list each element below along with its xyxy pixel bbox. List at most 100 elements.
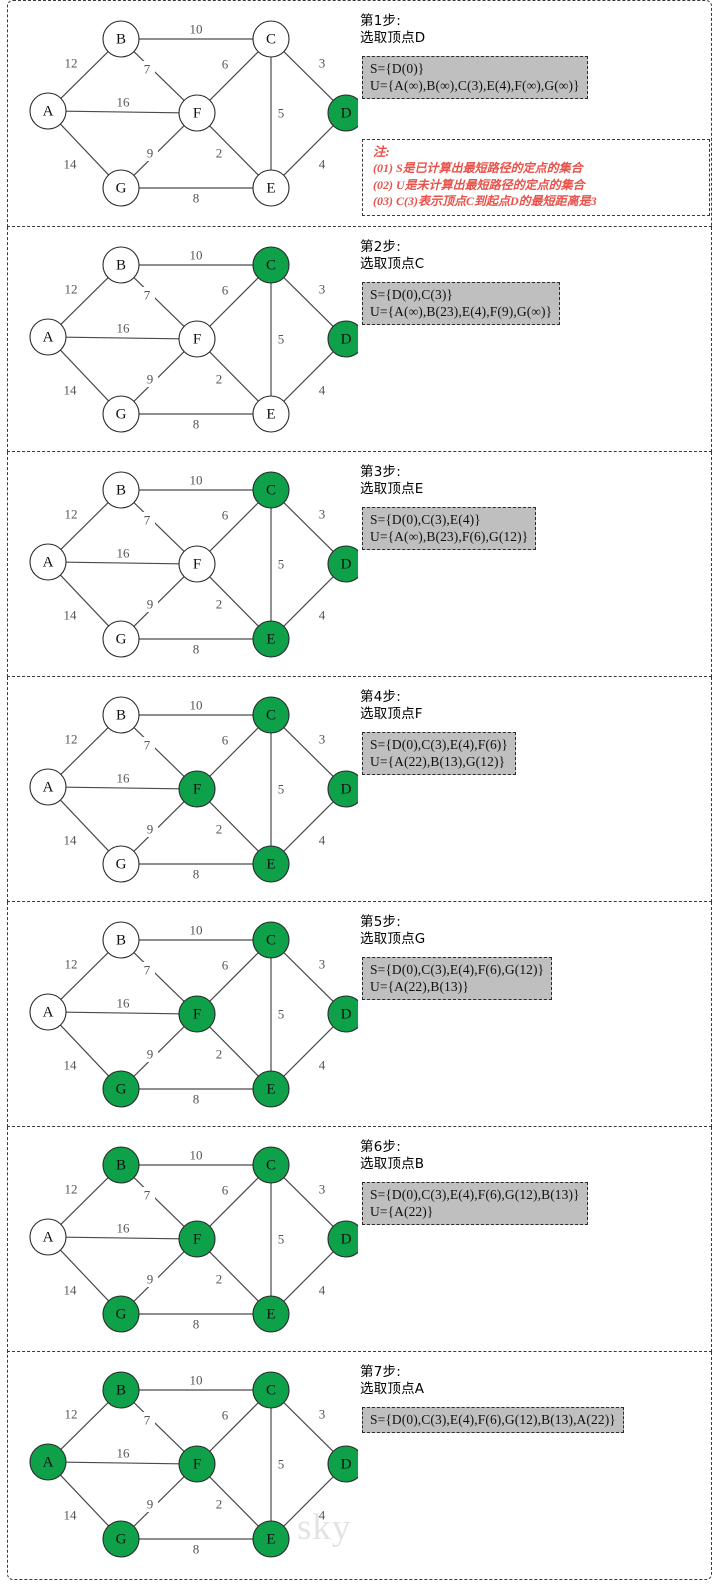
graph-node-G[interactable]: G [102,1295,140,1333]
graph-node-C[interactable]: C [252,20,290,58]
graph-node-E[interactable]: E [252,395,290,433]
graph-node-A[interactable]: A [29,768,67,806]
s-set-step-6: S={D(0),C(3),E(4),F(6),G(12),B(13)} [370,1187,580,1202]
graph-node-E[interactable]: E [252,1295,290,1333]
graph-node-G[interactable]: G [102,845,140,883]
graph-node-A[interactable]: A [29,1443,67,1481]
graph-node-E[interactable]: E [252,1520,290,1558]
graph-node-E[interactable]: E [252,620,290,658]
graph-node-C[interactable]: C [252,246,290,284]
graph-node-D[interactable]: D [327,770,358,808]
u-set-step-4: U={A(22),B(13),G(12)} [370,754,506,769]
graph-node-F[interactable]: F [178,1220,216,1258]
edge-weight-C-E: 5 [273,1456,289,1472]
graph-node-B[interactable]: B [102,921,140,959]
edge-F-E [209,1026,259,1077]
graph-node-A[interactable]: A [29,993,67,1031]
edge-C-D [283,1177,334,1227]
graph-node-D[interactable]: D [327,1445,358,1483]
graph-node-C[interactable]: C [252,1146,290,1184]
graph-node-F[interactable]: F [178,545,216,583]
graph-node-G[interactable]: G [102,620,140,658]
svg-text:C: C [266,1383,276,1399]
edge-A-G [59,349,110,402]
graph-node-C[interactable]: C [252,1371,290,1409]
graph-node-G[interactable]: G [102,395,140,433]
edge-weight-D-E: 4 [314,832,330,848]
step-title-4: 第4步: 选取顶点F [360,689,423,722]
graph-node-C[interactable]: C [252,471,290,509]
graph-node-D[interactable]: D [327,320,358,358]
graph-node-E[interactable]: E [252,845,290,883]
graph-node-F[interactable]: F [178,320,216,358]
edge-weight-C-F: 6 [217,507,233,523]
svg-text:8: 8 [193,1317,200,1332]
graph-node-G[interactable]: G [102,169,140,207]
graph-node-G[interactable]: G [102,1520,140,1558]
graph-node-C[interactable]: C [252,921,290,959]
graph-node-D[interactable]: D [327,94,358,132]
svg-text:10: 10 [190,248,203,263]
graph-node-F[interactable]: F [178,1445,216,1483]
graph-node-A[interactable]: A [29,1218,67,1256]
graph-node-B[interactable]: B [102,1371,140,1409]
graph-node-G[interactable]: G [102,1070,140,1108]
edge-A-F [65,1236,180,1240]
graph-node-A[interactable]: A [29,318,67,356]
edge-weight-D-E: 4 [314,156,330,172]
graph-node-B[interactable]: B [102,246,140,284]
svg-text:G: G [116,632,127,648]
u-set-step-1: U={A(∞),B(∞),C(3),E(4),F(∞),G(∞)} [370,78,580,93]
graph-node-D[interactable]: D [327,1220,358,1258]
graph-node-B[interactable]: B [102,20,140,58]
svg-text:12: 12 [65,732,78,747]
graph-node-F[interactable]: F [178,770,216,808]
graph-node-A[interactable]: A [29,543,67,581]
svg-text:D: D [341,1457,352,1473]
edge-weight-F-E: 2 [211,1271,227,1287]
graph-node-B[interactable]: B [102,1146,140,1184]
svg-text:14: 14 [64,1508,78,1523]
graph-node-E[interactable]: E [252,169,290,207]
graph-node-F[interactable]: F [178,94,216,132]
edge-D-E [283,576,334,627]
svg-text:4: 4 [319,1508,326,1523]
svg-text:3: 3 [319,732,326,747]
edge-weight-A-F: 16 [115,545,131,561]
edge-A-B [60,952,109,1000]
graph-node-F[interactable]: F [178,995,216,1033]
edge-weight-C-D: 3 [314,1406,330,1422]
graph-node-D[interactable]: D [327,545,358,583]
edge-D-E [283,1251,334,1302]
svg-text:8: 8 [193,191,200,206]
svg-text:16: 16 [117,546,131,561]
svg-text:3: 3 [319,56,326,71]
svg-text:5: 5 [278,557,285,572]
graph-node-A[interactable]: A [29,92,67,130]
graph-node-D[interactable]: D [327,995,358,1033]
graph-node-B[interactable]: B [102,696,140,734]
svg-text:2: 2 [216,822,223,837]
step-title-3: 第3步: 选取顶点E [360,464,424,497]
edge-weight-A-F: 16 [115,770,131,786]
svg-text:14: 14 [64,833,78,848]
graph-node-C[interactable]: C [252,696,290,734]
graph-node-B[interactable]: B [102,471,140,509]
svg-text:B: B [116,933,126,949]
edge-weight-A-B: 12 [63,55,79,71]
edge-weight-G-E: 8 [188,866,204,882]
svg-text:9: 9 [147,597,154,612]
graph-node-E[interactable]: E [252,1070,290,1108]
svg-text:9: 9 [147,822,154,837]
edge-A-G [59,1024,110,1077]
edge-D-E [283,801,334,852]
